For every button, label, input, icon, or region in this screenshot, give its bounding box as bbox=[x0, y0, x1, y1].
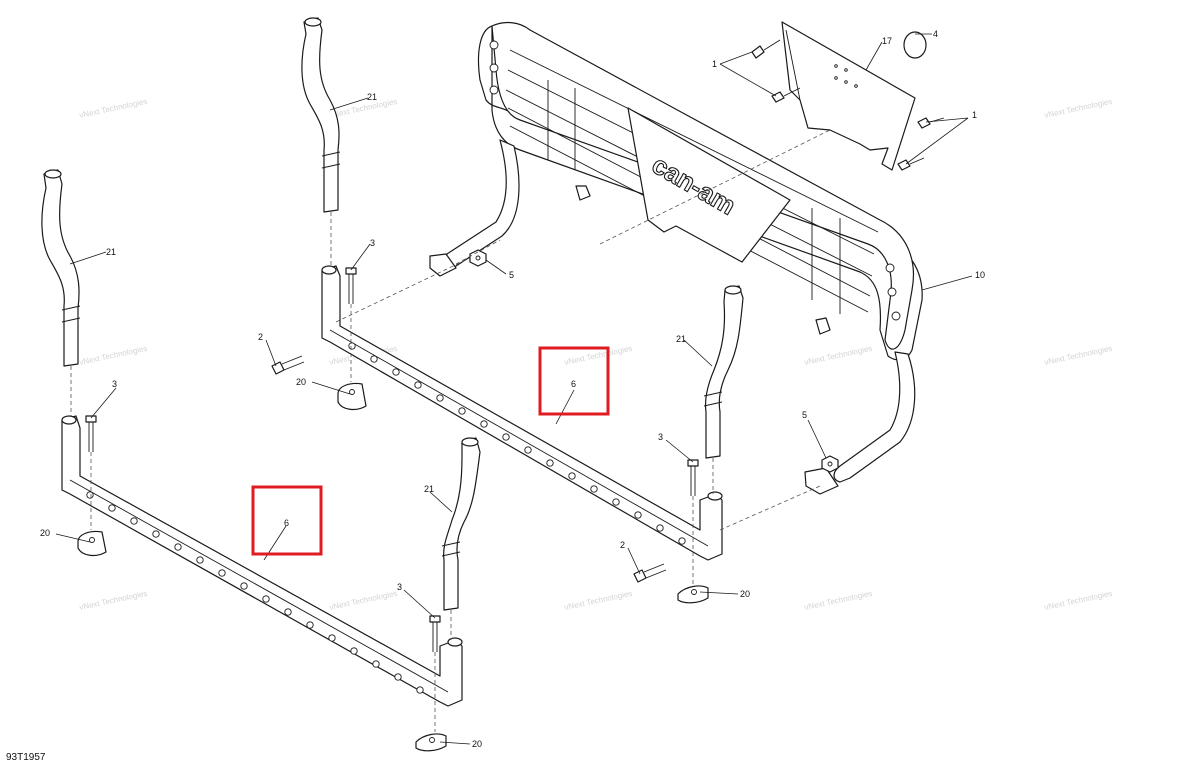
backrest-rack-assembly: can-am bbox=[429, 21, 923, 495]
watermark: vNext Technologies bbox=[79, 589, 149, 612]
callout-1: 1 bbox=[712, 59, 717, 69]
svg-text:vNext Technologies: vNext Technologies bbox=[1044, 589, 1114, 612]
callout-6: 6 bbox=[284, 518, 289, 528]
drawing-number: 93T1957 bbox=[6, 752, 46, 763]
callout-20: 20 bbox=[296, 377, 306, 387]
watermark: vNext Technologies bbox=[564, 589, 634, 612]
screw-icon bbox=[633, 563, 667, 583]
rail-back-holes bbox=[348, 342, 686, 545]
callout-5: 5 bbox=[802, 410, 807, 420]
end-cap-icon bbox=[677, 585, 709, 604]
callout-6: 6 bbox=[571, 379, 576, 389]
screw-icon bbox=[271, 355, 305, 375]
callout-1: 1 bbox=[972, 110, 977, 120]
callout-21: 21 bbox=[367, 92, 377, 102]
watermark: vNext Technologies bbox=[79, 97, 149, 120]
upright-tube-front-left bbox=[41, 169, 81, 367]
rack-right-leg bbox=[833, 351, 916, 483]
svg-text:vNext Technologies: vNext Technologies bbox=[804, 344, 874, 367]
screw-icon bbox=[751, 39, 781, 59]
screw-icon bbox=[771, 87, 801, 103]
callout-4: 4 bbox=[933, 29, 938, 39]
callout-21: 21 bbox=[676, 334, 686, 344]
svg-text:vNext Technologies: vNext Technologies bbox=[79, 589, 149, 612]
rubber-plug bbox=[903, 31, 927, 59]
watermark: vNext Technologies bbox=[79, 344, 149, 367]
upright-tube-back-left bbox=[301, 17, 341, 213]
svg-text:vNext Technologies: vNext Technologies bbox=[1044, 344, 1114, 367]
bolt-icon bbox=[429, 615, 441, 652]
svg-text:vNext Technologies: vNext Technologies bbox=[564, 589, 634, 612]
rail-front-holes bbox=[86, 491, 424, 694]
leader-lines bbox=[55, 33, 973, 745]
callout-3: 3 bbox=[370, 238, 375, 248]
bolt-icon bbox=[687, 459, 699, 496]
highlight-box-rail-front bbox=[251, 485, 323, 556]
callout-21: 21 bbox=[424, 484, 434, 494]
assembly-lines bbox=[70, 129, 831, 732]
bolt-icon bbox=[345, 267, 357, 304]
rack-left-foot bbox=[429, 253, 457, 277]
watermark: vNext Technologies bbox=[1044, 344, 1114, 367]
svg-text:vNext Technologies: vNext Technologies bbox=[1044, 97, 1114, 120]
upright-tube-front-right bbox=[441, 437, 481, 611]
rail-back bbox=[321, 265, 723, 561]
highlight-box-rail-back bbox=[538, 346, 610, 416]
callout-5: 5 bbox=[509, 270, 514, 280]
highlight-boxes bbox=[251, 346, 610, 556]
end-cap-icon bbox=[77, 530, 107, 557]
svg-text:vNext Technologies: vNext Technologies bbox=[79, 344, 149, 367]
screw-icon bbox=[897, 157, 925, 171]
cover-plate bbox=[781, 21, 916, 171]
watermark: vNext Technologies bbox=[329, 97, 399, 120]
watermark: vNext Technologies bbox=[329, 589, 399, 612]
screw-icon bbox=[917, 117, 945, 129]
nut-icon bbox=[821, 455, 839, 473]
callout-20: 20 bbox=[472, 739, 482, 749]
callout-17: 17 bbox=[882, 36, 892, 46]
callout-2: 2 bbox=[620, 540, 625, 550]
end-cap-icon bbox=[337, 382, 367, 411]
callout-3: 3 bbox=[112, 379, 117, 389]
svg-text:vNext Technologies: vNext Technologies bbox=[804, 589, 874, 612]
watermark: vNext Technologies bbox=[804, 344, 874, 367]
callout-3: 3 bbox=[658, 432, 663, 442]
watermark: vNext Technologies bbox=[804, 589, 874, 612]
nut-icon bbox=[469, 249, 487, 267]
bolt-icon bbox=[85, 415, 97, 452]
svg-text:vNext Technologies: vNext Technologies bbox=[329, 97, 399, 120]
callout-21: 21 bbox=[106, 247, 116, 257]
watermark: vNext Technologies bbox=[1044, 589, 1114, 612]
logo-panel bbox=[627, 107, 791, 263]
callout-labels: 21 21 21 21 3 3 3 3 2 2 20 20 20 20 6 6 … bbox=[40, 29, 985, 749]
upright-tube-back-right bbox=[703, 285, 744, 459]
svg-text:vNext Technologies: vNext Technologies bbox=[329, 589, 399, 612]
callout-20: 20 bbox=[740, 589, 750, 599]
end-cap-icon bbox=[415, 733, 447, 752]
callout-10: 10 bbox=[975, 270, 985, 280]
callout-2: 2 bbox=[258, 332, 263, 342]
svg-text:vNext Technologies: vNext Technologies bbox=[79, 97, 149, 120]
callout-20: 20 bbox=[40, 528, 50, 538]
cover-plate-assembly bbox=[751, 21, 945, 171]
callout-3: 3 bbox=[397, 582, 402, 592]
watermark: vNext Technologies bbox=[1044, 97, 1114, 120]
rail-front bbox=[61, 415, 463, 707]
